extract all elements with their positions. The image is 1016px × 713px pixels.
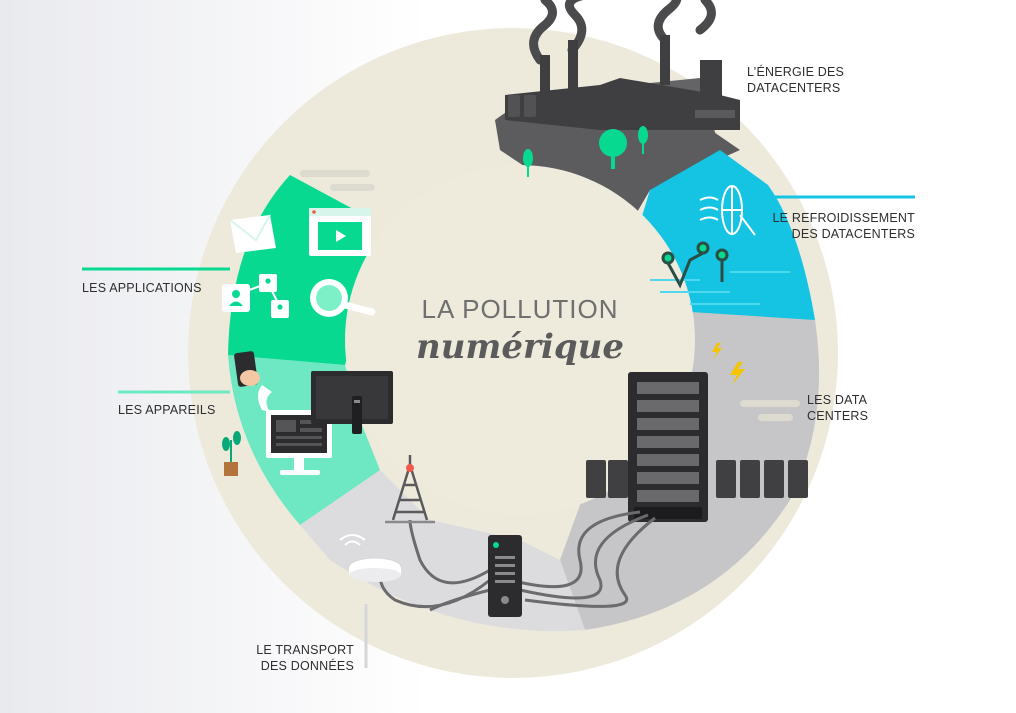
- antenna-tower-icon: [385, 455, 435, 524]
- title-line-1: LA POLLUTION: [421, 294, 619, 324]
- magnifier-icon: [310, 279, 376, 317]
- smartphone-icon: [234, 351, 272, 412]
- envelope-icon: [229, 214, 276, 253]
- label-energie: L’ÉNERGIE DES DATACENTERS: [747, 65, 845, 95]
- label-refroidissement: LE REFROIDISSEMENT DES DATACENTERS: [772, 211, 915, 241]
- water-icon: [650, 271, 790, 305]
- label-appareils: LES APPAREILS: [118, 403, 216, 417]
- smoke-icon: [529, 0, 716, 65]
- user-network-icon: [222, 274, 289, 318]
- tv-icon: [311, 371, 393, 424]
- factory-icon: [505, 35, 740, 130]
- label-transport: LE TRANSPORT DES DONNÉES: [256, 643, 354, 673]
- leader-lines: [82, 195, 915, 668]
- fan-icon: [699, 185, 756, 236]
- network-switch-icon: [488, 535, 522, 617]
- server-rack-icon: [628, 372, 708, 522]
- title-line-2: numérique: [415, 327, 624, 367]
- label-datacenters: LES DATA CENTERS: [807, 393, 869, 423]
- cable-icon: [378, 510, 656, 612]
- server-rack-small-icon: [586, 460, 808, 498]
- tree-icon: [523, 126, 648, 177]
- center-disc: [345, 165, 695, 515]
- remote-icon: [352, 396, 362, 434]
- pipe-icon: [661, 241, 729, 289]
- center-title: LA POLLUTION numérique: [400, 294, 640, 367]
- router-icon: [339, 534, 402, 582]
- label-applications: LES APPLICATIONS: [82, 281, 202, 295]
- cloud-icon: [300, 170, 800, 421]
- lightning-icon: [712, 343, 745, 385]
- video-window-icon: [309, 208, 371, 256]
- plant-icon: [222, 431, 241, 476]
